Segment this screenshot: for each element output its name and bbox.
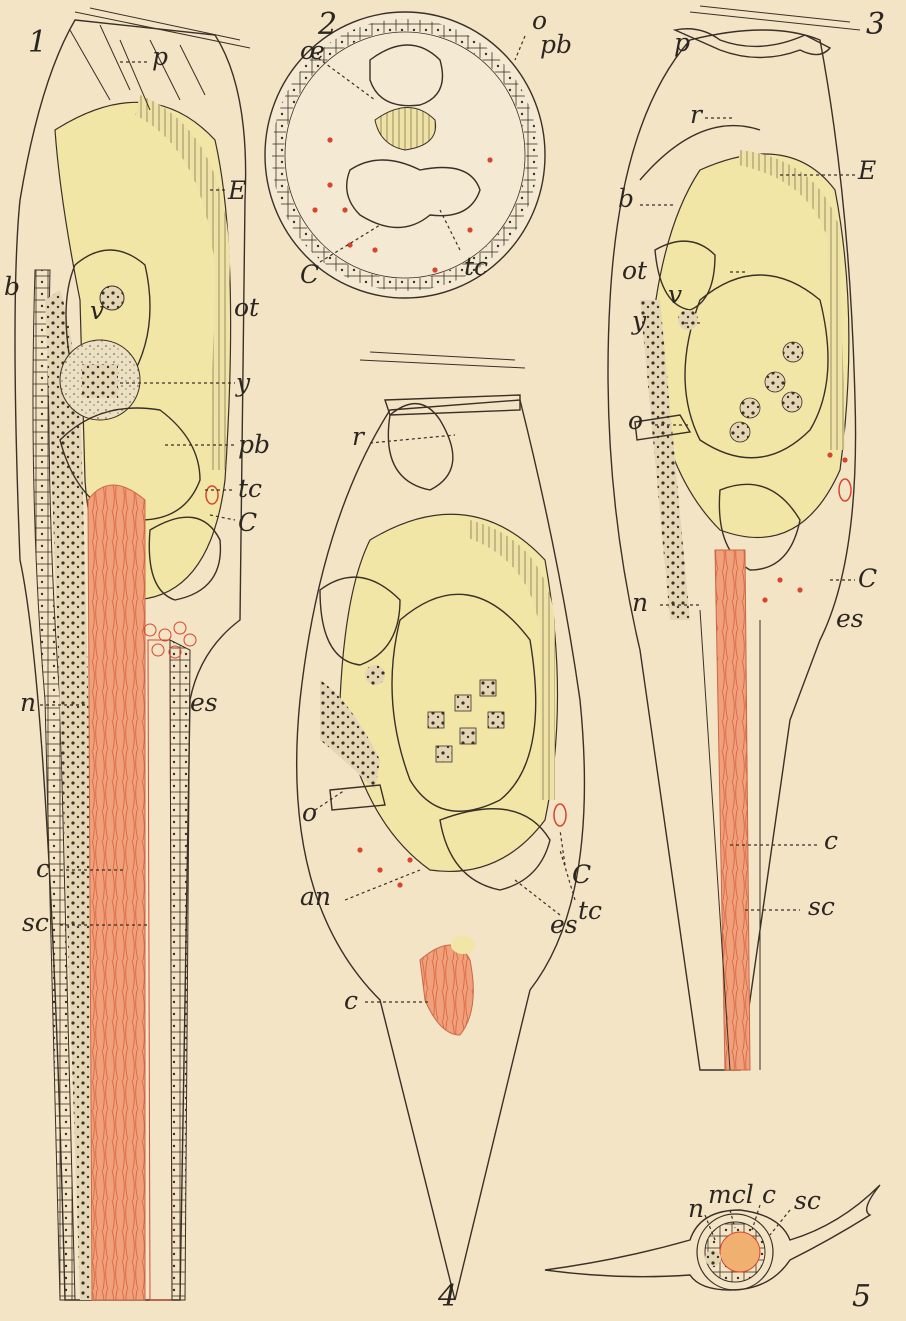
- fig4-label-r: r: [352, 424, 364, 449]
- fig4-label-o: o: [302, 800, 317, 825]
- fig3-label-o: o: [628, 408, 643, 433]
- fig3-label-sc: sc: [808, 894, 835, 919]
- fig3-label-n: n: [632, 590, 648, 615]
- fig3-label-ot: ot: [622, 258, 647, 283]
- figure-1-drawing: [15, 8, 250, 1300]
- fig5-label-n: n: [688, 1196, 704, 1221]
- figure-3-number: 3: [866, 10, 885, 40]
- fig1-label-tc: tc: [238, 476, 262, 501]
- fig4-label-c: c: [344, 988, 358, 1013]
- fig1-label-sc: sc: [22, 910, 49, 935]
- fig3-label-c: c: [824, 828, 838, 853]
- fig1-label-E: E: [228, 178, 246, 203]
- fig1-label-v: v: [90, 298, 104, 323]
- fig2-label-pb: pb: [540, 32, 572, 57]
- fig1-label-c: c: [36, 856, 50, 881]
- fig3-label-y: y: [632, 308, 646, 333]
- fig1-label-b: b: [4, 274, 20, 299]
- fig3-label-es: es: [836, 606, 864, 631]
- fig3-label-b: b: [618, 186, 634, 211]
- fig3-label-C: C: [858, 566, 877, 591]
- fig4-label-es: es: [550, 912, 578, 937]
- fig4-label-tc: tc: [578, 898, 602, 923]
- figure-1-number: 1: [28, 28, 47, 58]
- fig1-label-es: es: [190, 690, 218, 715]
- fig1-label-pb: pb: [238, 432, 270, 457]
- fig5-label-sc: sc: [794, 1188, 821, 1213]
- fig1-label-p: p: [152, 44, 168, 69]
- figure-5-number: 5: [852, 1282, 871, 1312]
- fig2-label-oe: œ: [300, 38, 325, 63]
- fig1-label-ot: ot: [234, 295, 259, 320]
- fig2-label-C: C: [300, 262, 319, 287]
- fig1-label-y: y: [236, 370, 250, 395]
- fig1-label-n: n: [20, 690, 36, 715]
- fig4-label-C: C: [572, 862, 591, 887]
- fig5-label-mcl: mcl: [708, 1182, 754, 1207]
- figure-4-number: 4: [438, 1282, 457, 1312]
- fig2-label-tc: tc: [464, 254, 488, 279]
- fig3-label-p: p: [674, 30, 690, 55]
- fig1-label-C: C: [238, 510, 257, 535]
- fig4-label-an: an: [300, 884, 331, 909]
- figure-4-drawing: [297, 352, 585, 1300]
- fig5-label-c: c: [762, 1182, 776, 1207]
- fig3-label-E: E: [858, 158, 876, 183]
- fig3-label-v: v: [668, 282, 682, 307]
- fig3-label-r: r: [690, 102, 702, 127]
